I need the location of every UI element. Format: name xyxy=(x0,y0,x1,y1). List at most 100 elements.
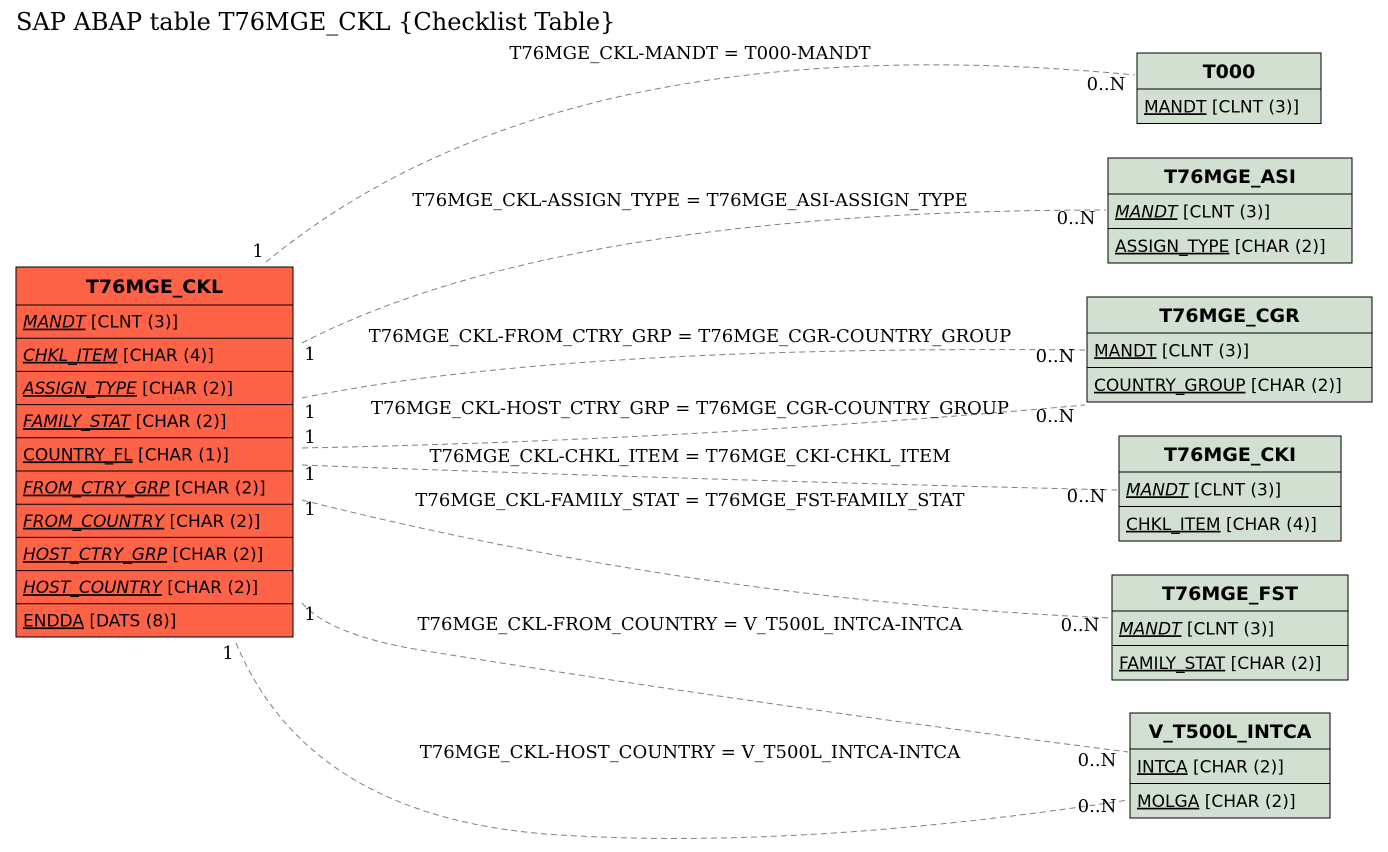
field-text: ASSIGN_TYPE [CHAR (2)] xyxy=(22,379,233,399)
field-row-assign-type: ASSIGN_TYPE [CHAR (2)] xyxy=(16,370,293,399)
relation-label: T76MGE_CKL-HOST_CTRY_GRP = T76MGE_CGR-CO… xyxy=(371,398,1009,419)
table-box xyxy=(1118,435,1342,542)
relation-line xyxy=(301,349,1086,399)
field-type: [CLNT (3)] xyxy=(1207,97,1300,117)
table-box xyxy=(1136,52,1322,124)
cardinality-from: 1 xyxy=(304,427,315,448)
field-text: MANDT [CLNT (3)] xyxy=(1094,341,1249,361)
table-t76mge-asi: T76MGE_ASI MANDT [CLNT (3)] ASSIGN_TYPE [C… xyxy=(1107,157,1353,264)
field-name: FROM_CTRY_GRP xyxy=(23,479,170,499)
relation-3: T76MGE_CKL-FROM_CTRY_GRP = T76MGE_CGR-CO… xyxy=(301,326,1086,423)
field-text: CHKL_ITEM [CHAR (4)] xyxy=(23,346,214,366)
field-row-from-ctry-grp: FROM_CTRY_GRP [CHAR (2)] xyxy=(16,470,293,499)
field-text: CHKL_ITEM [CHAR (4)] xyxy=(1126,515,1317,535)
field-text: MANDT [CLNT (3)] xyxy=(1126,480,1281,500)
field-type: [CHAR (2)] xyxy=(169,479,265,499)
field-row-assign-type: ASSIGN_TYPE [CHAR (2)] xyxy=(1108,228,1352,257)
field-type: [CHAR (2)] xyxy=(1225,654,1321,674)
relation-2: T76MGE_CKL-ASSIGN_TYPE = T76MGE_ASI-ASSI… xyxy=(301,190,1107,365)
field-name: ASSIGN_TYPE xyxy=(1115,237,1229,257)
field-name: HOST_COUNTRY xyxy=(23,578,163,598)
table-box xyxy=(15,266,294,638)
relation-line xyxy=(301,209,1107,344)
field-type: [CHAR (2)] xyxy=(167,545,263,565)
field-text: MANDT [CLNT (3)] xyxy=(1115,202,1270,222)
field-type: [CHAR (4)] xyxy=(1221,515,1317,535)
field-text: MANDT [CLNT (3)] xyxy=(1119,619,1274,639)
field-name: MANDT xyxy=(1115,202,1179,222)
cardinality-from: 1 xyxy=(304,464,315,485)
field-type: [CLNT (3)] xyxy=(1157,341,1250,361)
cardinality-to: 0..N xyxy=(1078,796,1117,817)
field-name: MANDT xyxy=(1144,97,1207,117)
field-row-mandt: MANDT [CLNT (3)] xyxy=(1087,332,1372,361)
table-name: T76MGE_CKI xyxy=(1164,444,1296,466)
table-name: V_T500L_INTCA xyxy=(1148,721,1311,743)
field-name: INTCA xyxy=(1137,757,1188,777)
cardinality-from: 1 xyxy=(252,241,263,262)
field-text: FAMILY_STAT [CHAR (2)] xyxy=(1119,654,1321,674)
field-type: [CHAR (2)] xyxy=(164,512,260,532)
relation-5: T76MGE_CKL-CHKL_ITEM = T76MGE_CKI-CHKL_I… xyxy=(301,446,1118,507)
table-box xyxy=(1129,712,1331,819)
table-name: T76MGE_FST xyxy=(1162,583,1298,605)
cardinality-from: 1 xyxy=(304,499,315,520)
field-name: ASSIGN_TYPE xyxy=(22,379,137,399)
field-type: [CHAR (4)] xyxy=(118,346,214,366)
table-t76mge-ckl: T76MGE_CKL MANDT [CLNT (3)] CHKL_ITEM [CHA… xyxy=(15,266,294,638)
field-row-country-group: COUNTRY_GROUP [CHAR (2)] xyxy=(1087,367,1372,396)
relation-6: T76MGE_CKL-FAMILY_STAT = T76MGE_FST-FAMI… xyxy=(301,490,1111,636)
field-text: MANDT [CLNT (3)] xyxy=(23,313,178,333)
field-name: MANDT xyxy=(1126,480,1190,500)
table-box xyxy=(1107,157,1353,264)
table-name: T76MGE_ASI xyxy=(1164,166,1296,188)
field-type: [CHAR (2)] xyxy=(137,379,233,399)
field-type: [CHAR (2)] xyxy=(1245,376,1341,396)
field-name: CHKL_ITEM xyxy=(23,346,118,366)
field-name: FROM_COUNTRY xyxy=(23,512,166,532)
field-text: COUNTRY_FL [CHAR (1)] xyxy=(23,445,229,465)
cardinality-from: 1 xyxy=(304,604,315,625)
field-name: COUNTRY_FL xyxy=(23,445,133,465)
field-row-from-country: FROM_COUNTRY [CHAR (2)] xyxy=(16,503,293,532)
relation-line xyxy=(301,602,1129,753)
cardinality-to: 0..N xyxy=(1078,750,1117,771)
relation-label: T76MGE_CKL-MANDT = T000-MANDT xyxy=(509,43,870,64)
field-name: MANDT xyxy=(23,313,87,333)
field-text: FROM_CTRY_GRP [CHAR (2)] xyxy=(23,479,266,499)
cardinality-to: 0..N xyxy=(1057,208,1096,229)
cardinality-from: 1 xyxy=(222,643,233,664)
field-row-mandt: MANDT [CLNT (3)] xyxy=(16,304,293,333)
field-row-mandt: MANDT [CLNT (3)] xyxy=(1119,471,1341,500)
cardinality-from: 1 xyxy=(304,344,315,365)
cardinality-to: 0..N xyxy=(1036,346,1075,367)
field-text: FROM_COUNTRY [CHAR (2)] xyxy=(23,512,260,532)
field-text: HOST_COUNTRY [CHAR (2)] xyxy=(23,578,258,598)
field-name: FAMILY_STAT xyxy=(23,412,132,432)
relation-1: T76MGE_CKL-MANDT = T000-MANDT 1 0..N xyxy=(252,43,1136,263)
table-box xyxy=(1086,296,1373,403)
table-t76mge-cki: T76MGE_CKI MANDT [CLNT (3)] CHKL_ITEM [CHA… xyxy=(1118,435,1342,542)
field-text: COUNTRY_GROUP [CHAR (2)] xyxy=(1094,376,1342,396)
field-row-host-ctry-grp: HOST_CTRY_GRP [CHAR (2)] xyxy=(16,536,293,565)
relation-label: T76MGE_CKL-FAMILY_STAT = T76MGE_FST-FAMI… xyxy=(415,490,964,511)
relation-label: T76MGE_CKL-HOST_COUNTRY = V_T500L_INTCA-… xyxy=(420,742,961,763)
field-row-mandt: MANDT [CLNT (3)] xyxy=(1112,610,1348,639)
cardinality-from: 1 xyxy=(304,402,315,423)
relationship-edges: T76MGE_CKL-MANDT = T000-MANDT10..NT76MGE… xyxy=(222,43,1136,839)
field-text: FAMILY_STAT [CHAR (2)] xyxy=(23,412,226,432)
relation-line xyxy=(301,499,1111,619)
table-name: T76MGE_CKL xyxy=(86,276,223,298)
relation-line xyxy=(265,64,1136,263)
field-row-mandt: MANDT [CLNT (3)] xyxy=(1137,88,1321,117)
relation-line xyxy=(301,404,1086,449)
field-row-intca: INTCA [CHAR (2)] xyxy=(1130,748,1330,777)
field-type: [CLNT (3)] xyxy=(1189,480,1282,500)
relation-label: T76MGE_CKL-FROM_COUNTRY = V_T500L_INTCA-… xyxy=(418,614,964,635)
relation-label: T76MGE_CKL-FROM_CTRY_GRP = T76MGE_CGR-CO… xyxy=(369,326,1012,347)
field-name: ENDDA xyxy=(23,611,84,631)
field-type: [CHAR (2)] xyxy=(1199,792,1295,812)
field-type: [CLNT (3)] xyxy=(86,313,179,333)
